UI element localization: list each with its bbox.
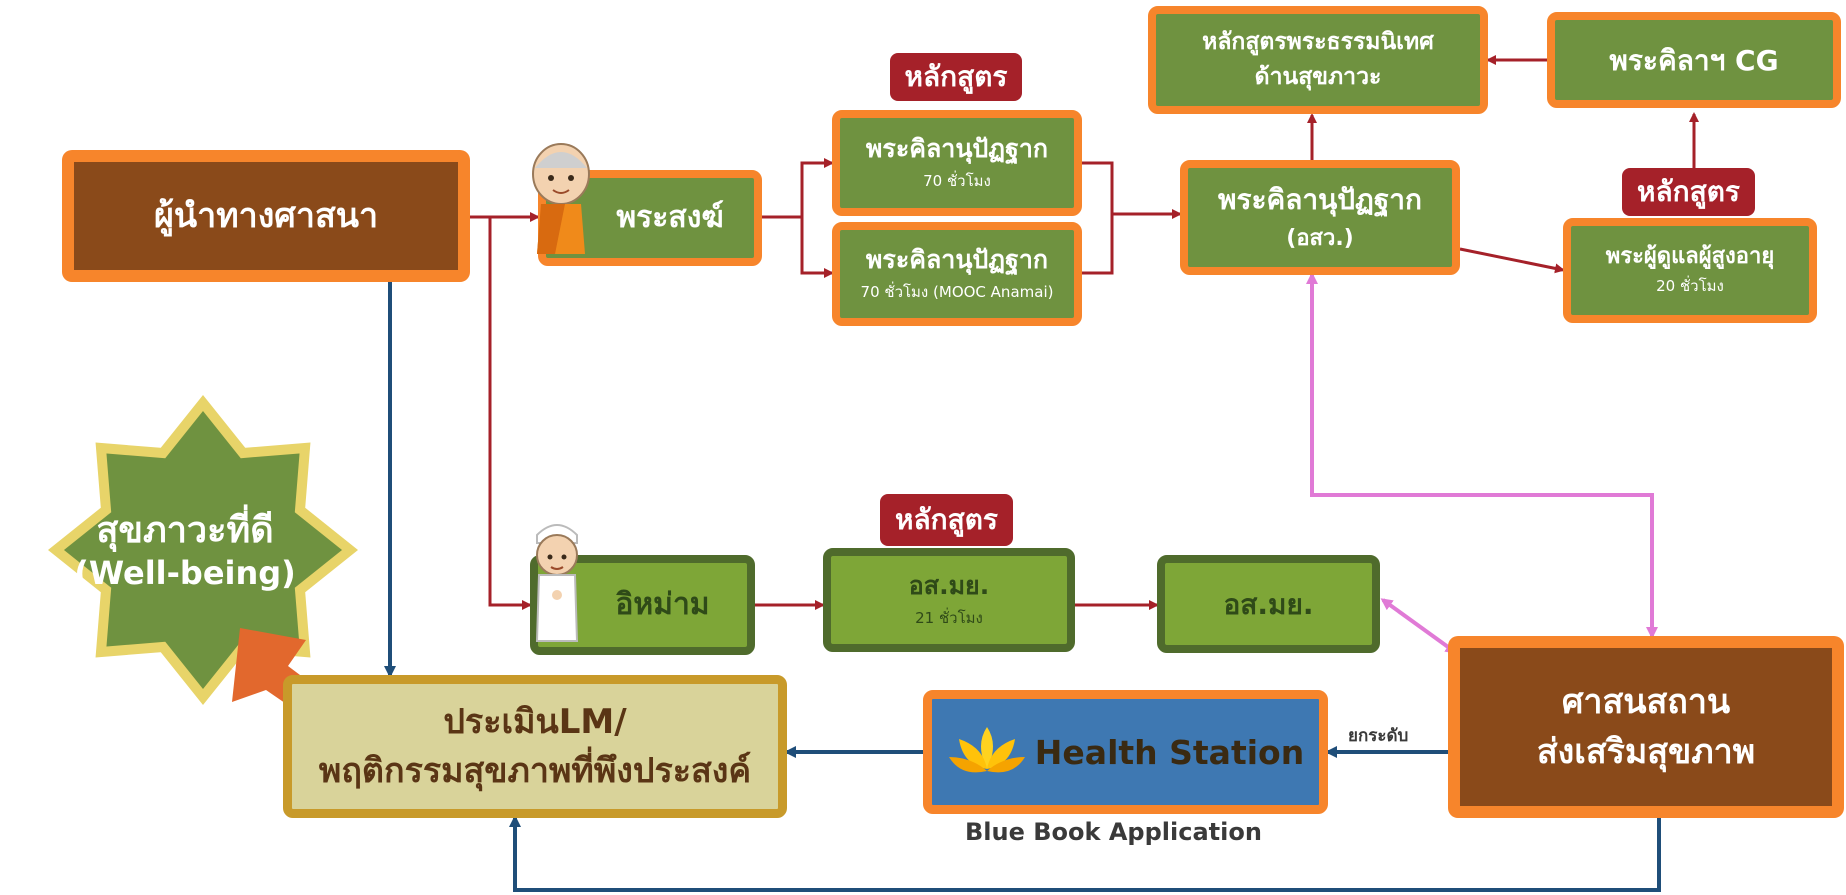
religious-place-box: ศาสนสถาน ส่งเสริมสุขภาพ: [1448, 636, 1844, 818]
monk-figure-icon: [525, 138, 597, 262]
arrow-leader-to-imam: [488, 217, 532, 610]
imam-volunteer-label: อส.มย.: [1223, 587, 1314, 621]
arrow-volunteer-to-elderly: [1459, 247, 1565, 274]
dharma-curriculum-box: หลักสูตรพระธรรมนิเทศ ด้านสุขภาวะ: [1148, 6, 1488, 114]
monk-volunteer-box: พระคิลานุปัฏฐาก (อสว.): [1180, 160, 1460, 275]
dharma-line1: หลักสูตรพระธรรมนิเทศ: [1202, 29, 1434, 56]
blue-arrows: [384, 282, 1661, 892]
imam-volunteer-box: อส.มย.: [1157, 555, 1380, 653]
monk-cg-label: พระคิลาฯ CG: [1609, 43, 1779, 77]
religious-place-line2: ส่งเสริมสุขภาพ: [1536, 732, 1756, 772]
monk-course-b-hours: 70 ชั่วโมง (MOOC Anamai): [860, 282, 1054, 301]
monk-course-a-hours: 70 ชั่วโมง: [923, 171, 991, 190]
monk-volunteer-title: พระคิลานุปัฏฐาก: [1218, 183, 1422, 217]
bracket-courses: [1082, 161, 1114, 275]
elderly-care-hours: 20 ชั่วโมง: [1656, 277, 1724, 296]
monk-course-a-box: พระคิลานุปัฏฐาก 70 ชั่วโมง: [832, 110, 1082, 216]
wellbeing-line2: (Well-being): [74, 553, 296, 592]
evaluation-line1: ประเมินLM/: [443, 702, 627, 742]
evaluation-line2: พฤติกรรมสุขภาพที่พึงประสงค์: [318, 750, 752, 791]
red-arrows: [470, 55, 1699, 610]
monks-label: พระสงฆ์: [616, 200, 724, 236]
imam-course-box: อส.มย. 21 ชั่วโมง: [823, 548, 1075, 652]
wellbeing-line1: สุขภาวะที่ดี: [96, 509, 274, 551]
elderly-care-title: พระผู้ดูแลผู้สูงอายุ: [1605, 243, 1775, 269]
monk-course-b-title: พระคิลานุปัฏฐาก: [865, 245, 1049, 275]
monk-course-b-box: พระคิลานุปัฏฐาก 70 ชั่วโมง (MOOC Anamai): [832, 222, 1082, 326]
arrow-place-loop-to-evaluation: [509, 815, 1661, 892]
imam-label: อิหม่าม: [615, 587, 710, 623]
evaluation-box: ประเมินLM/ พฤติกรรมสุขภาพที่พึงประสงค์: [283, 675, 787, 818]
arrow-monks-to-course-b: [800, 217, 834, 278]
imam-course-title: อส.มย.: [908, 571, 990, 601]
religious-leader-box: ผู้นำทางศาสนา: [62, 150, 470, 282]
dharma-line2: ด้านสุขภาวะ: [1254, 64, 1382, 90]
monk-cg-box: พระคิลาฯ CG: [1547, 12, 1841, 108]
wellbeing-label: สุขภาวะที่ดี (Well-being): [60, 490, 310, 610]
course-tag-imam: หลักสูตร: [880, 494, 1013, 546]
lotus-icon: [948, 727, 1025, 773]
religious-place-line1: ศาสนสถาน: [1561, 681, 1731, 722]
elderly-care-box: พระผู้ดูแลผู้สูงอายุ 20 ชั่วโมง: [1563, 218, 1817, 323]
blue-book-label: Blue Book Application: [965, 818, 1262, 846]
course-tag-monks: หลักสูตร: [890, 53, 1022, 101]
wellbeing-star-shape: [47, 394, 359, 706]
upgrade-label: ยกระดับ: [1348, 726, 1409, 746]
arrow-volunteer-place-link: [1306, 272, 1658, 639]
health-station-box: Health Station: [923, 690, 1328, 814]
arrow-monks-to-course-a: [800, 158, 834, 217]
pink-arrows: [1306, 272, 1658, 654]
health-station-label: Health Station: [1034, 732, 1305, 772]
imam-course-hours: 21 ชั่วโมง: [915, 608, 983, 627]
imam-figure-icon: [525, 515, 589, 649]
monk-volunteer-subtitle: (อสว.): [1286, 226, 1354, 252]
course-tag-elderly: หลักสูตร: [1622, 168, 1755, 216]
arrow-imam-volunteer-place-link: [1380, 598, 1458, 654]
monk-course-a-title: พระคิลานุปัฏฐาก: [865, 134, 1049, 164]
religious-leader-label: ผู้นำทางศาสนา: [153, 195, 379, 236]
